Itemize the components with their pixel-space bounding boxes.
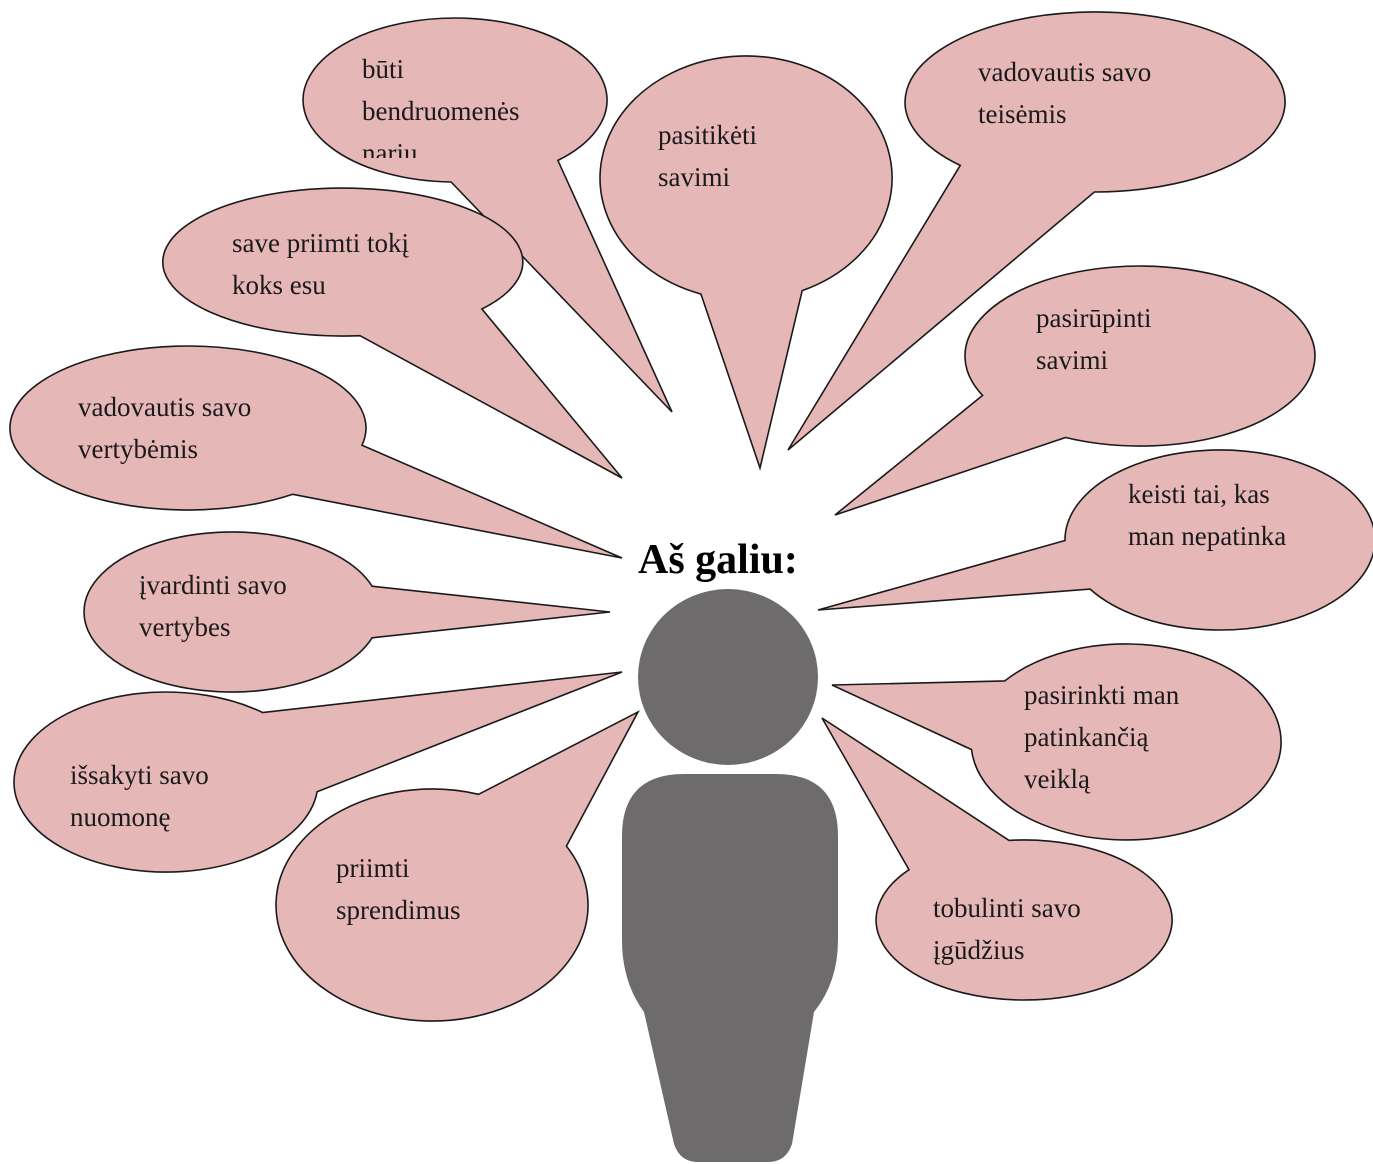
diagram-title: Aš galiu: [638, 537, 798, 583]
bubble-text-keisti-tai: keisti tai, kas man nepatinka [1128, 479, 1287, 551]
speech-bubble-pasirinkti-veikla [831, 643, 1282, 841]
bubble-text-buti-bendruomenes-nariu: būti bendruomenės nariu [362, 54, 520, 158]
bubble-text-ivardinti-vertybes: įvardinti savo vertybes [139, 570, 287, 642]
person-silhouette-icon [622, 589, 838, 1162]
speech-bubble-buti-bendruomenes-nariu [302, 17, 673, 413]
speech-bubble-ivardinti-vertybes [83, 531, 611, 693]
bubble-text-vadovautis-teisemis: vadovautis savo teisėmis [978, 57, 1152, 129]
bubble-text-issakyti-nuomone: išsakyti savo nuomonę [70, 760, 209, 832]
bubble-text-pasirinkti-veikla: pasirinkti man patinkančią veiklą [1024, 680, 1180, 794]
speech-bubble-vadovautis-vertybemis [9, 345, 623, 559]
speech-bubble-priimti-sprendimus [275, 710, 640, 1022]
speech-bubble-tobulinti-igudzius [821, 717, 1173, 1001]
speech-bubble-issakyti-nuomone [13, 671, 623, 873]
bubble-text-tobulinti-igudzius: tobulinti savo įgūdžius [933, 893, 1081, 965]
figure-body [622, 774, 838, 1162]
speech-bubble-pasirupinti-savimi [834, 265, 1316, 516]
speech-bubble-vadovautis-teisemis [787, 11, 1286, 451]
figure-head [638, 589, 818, 765]
bubble-text-vadovautis-vertybemis: vadovautis savo vertybėmis [78, 392, 252, 464]
bubble-text-save-priimti: save priimti tokį koks esu [232, 228, 409, 300]
bubble-text-priimti-sprendimus: priimti sprendimus [336, 853, 461, 925]
bubble-text-pasitiketi-savimi: pasitikėti savimi [658, 120, 757, 192]
bubble-text-pasirupinti-savimi: pasirūpinti savimi [1036, 303, 1152, 375]
speech-bubble-save-priimti [161, 187, 623, 479]
speech-bubble-pasitiketi-savimi [599, 55, 893, 471]
speech-bubble-keisti-tai [817, 449, 1373, 631]
